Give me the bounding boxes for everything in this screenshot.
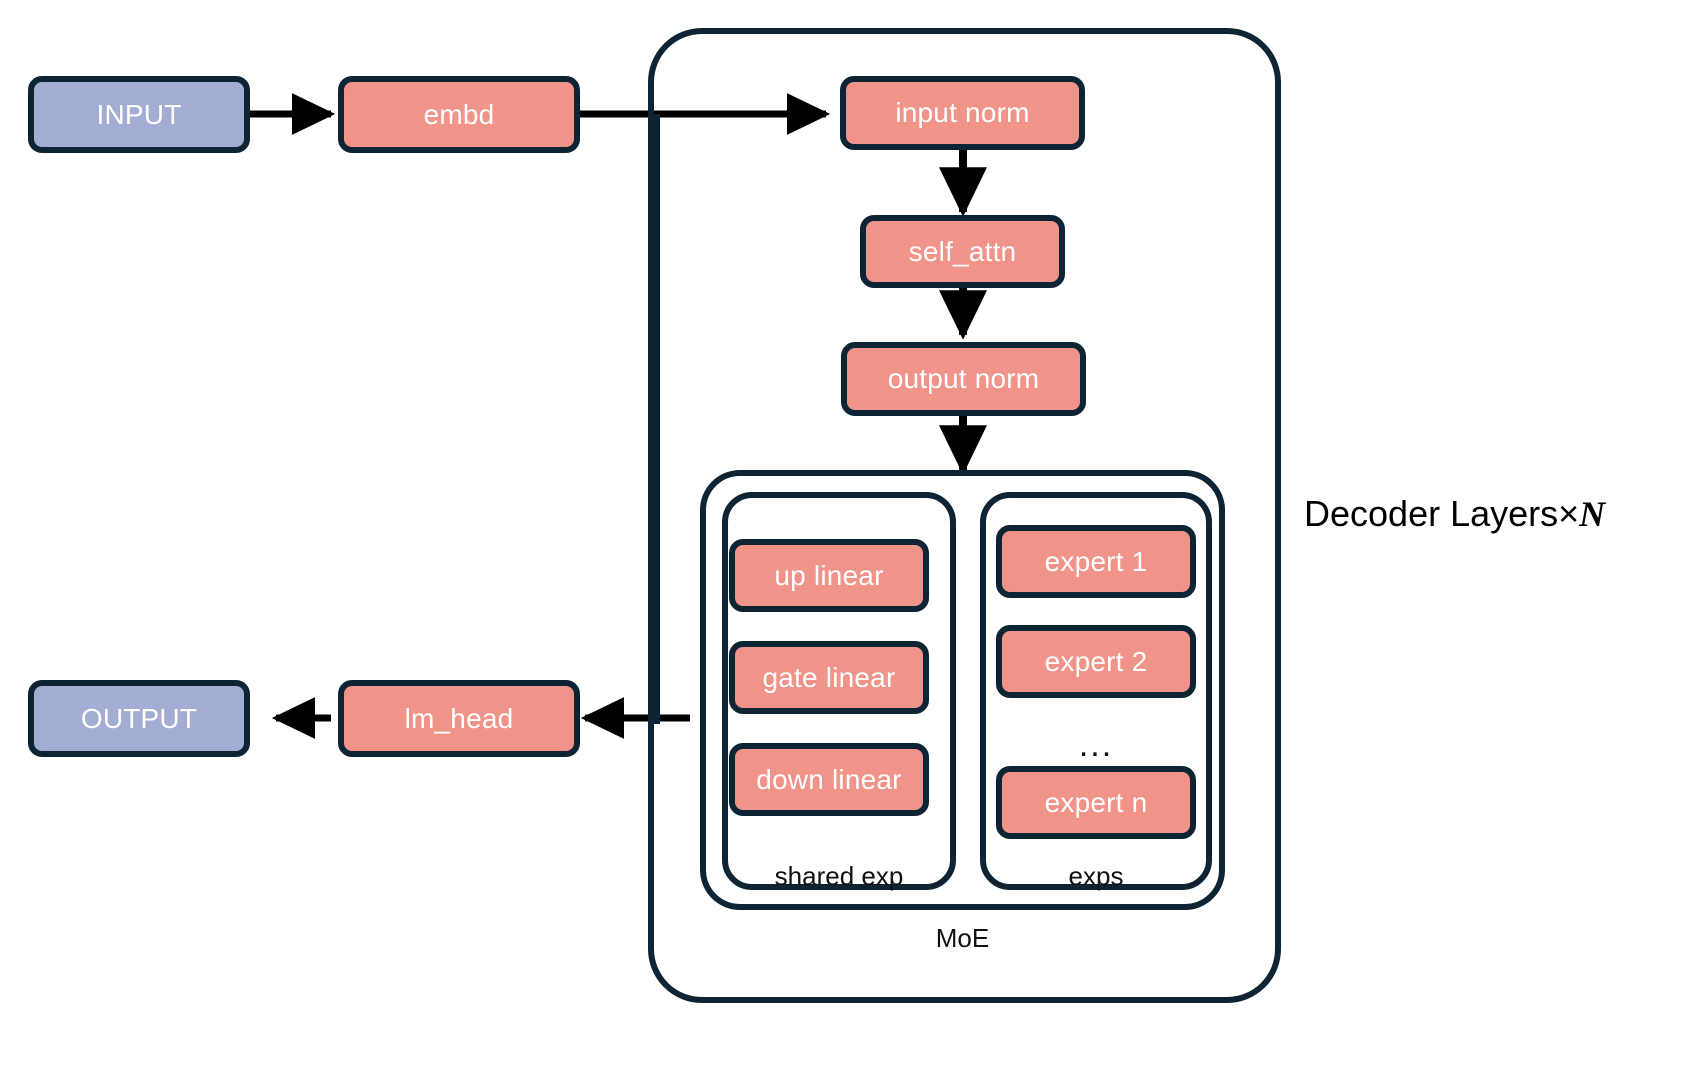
node-down-linear[interactable]: down linear — [729, 743, 929, 816]
node-gate-linear[interactable]: gate linear — [729, 641, 929, 714]
node-input-norm[interactable]: input norm — [840, 76, 1085, 150]
experts-group — [980, 492, 1212, 890]
node-up-linear[interactable]: up linear — [729, 539, 929, 612]
decoder-layers-label: Decoder Layers×N — [1304, 493, 1606, 534]
decoder-layers-count: N — [1579, 494, 1606, 534]
experts-ellipsis: ... — [1078, 726, 1114, 764]
moe-label: MoE — [935, 923, 990, 953]
node-expert-1[interactable]: expert 1 — [996, 525, 1196, 598]
node-output-norm[interactable]: output norm — [841, 342, 1086, 416]
node-output[interactable]: OUTPUT — [28, 680, 250, 757]
node-expert-n[interactable]: expert n — [996, 766, 1196, 839]
node-lm-head[interactable]: lm_head — [338, 680, 580, 757]
exps-label: exps — [1068, 861, 1124, 891]
node-expert-2[interactable]: expert 2 — [996, 625, 1196, 698]
moe-group — [700, 470, 1225, 910]
node-input[interactable]: INPUT — [28, 76, 250, 153]
node-embd[interactable]: embd — [338, 76, 580, 153]
decoder-layers-text: Decoder Layers× — [1304, 493, 1580, 534]
decoder-output-bus — [653, 114, 660, 724]
node-self-attn[interactable]: self_attn — [860, 215, 1065, 288]
decoder-layers-group — [648, 28, 1281, 1003]
shared-exp-label: shared exp — [774, 861, 904, 891]
shared-expert-group — [722, 492, 956, 890]
